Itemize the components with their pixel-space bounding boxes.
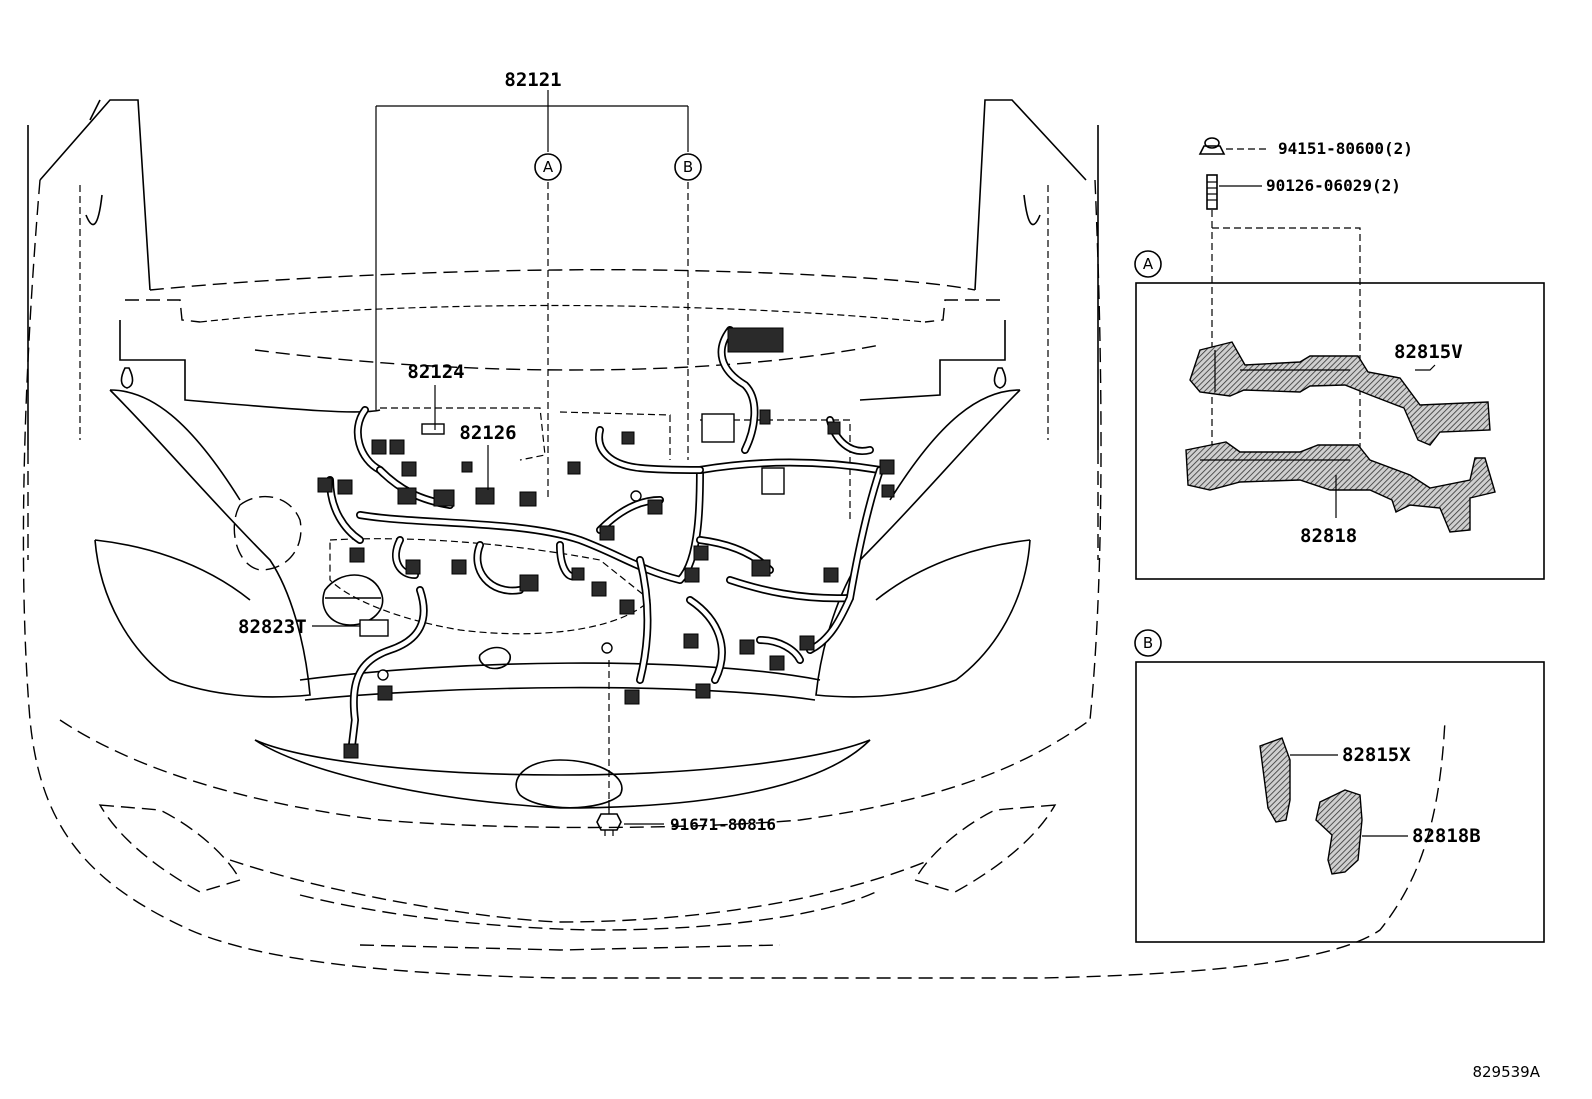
detail-marker-a-main [534,153,562,181]
callout-nut: 94151-80600(2) [1278,139,1413,158]
detail-box-a [1135,282,1545,580]
callout-detail-a-upper: 82815V [1394,341,1463,363]
callout-detail-b-lower: 82818B [1412,825,1481,847]
harness-connectors [317,327,895,759]
callout-main-harness: 82121 [504,69,561,91]
callout-left-part: 82823T [238,616,307,638]
bracket-lower-b [1315,789,1363,875]
bracket-lower-a [1185,441,1496,533]
bolt-icon [596,800,622,836]
callout-detail-a-lower: 82818 [1300,525,1357,547]
callout-bolt: 91671-80816 [670,815,776,834]
diagram-code: 829539A [1472,1063,1540,1081]
detail-marker-b-label: B [1143,634,1153,652]
wiring-harness [326,326,884,749]
bracket-upper-b [1259,737,1291,823]
detail-marker-a-main-label: A [543,158,554,176]
callout-sub-harness-2: 82126 [459,422,516,444]
detail-marker-b [1134,629,1162,657]
detail-marker-a-label: A [1143,255,1154,273]
callout-leaders [312,90,689,825]
detail-marker-b-main [674,153,702,181]
detail-marker-a [1134,250,1162,278]
bracket-upper-a [1189,341,1491,446]
car-body-outline [22,99,1446,979]
callout-stud: 90126-06029(2) [1266,176,1401,195]
callout-sub-harness-1: 82124 [407,361,464,383]
callout-detail-b-upper: 82815X [1342,744,1411,766]
nut-icon [1198,137,1226,155]
detail-box-b [1135,661,1545,943]
detail-marker-b-main-label: B [683,158,693,176]
stud-icon [1206,174,1218,210]
